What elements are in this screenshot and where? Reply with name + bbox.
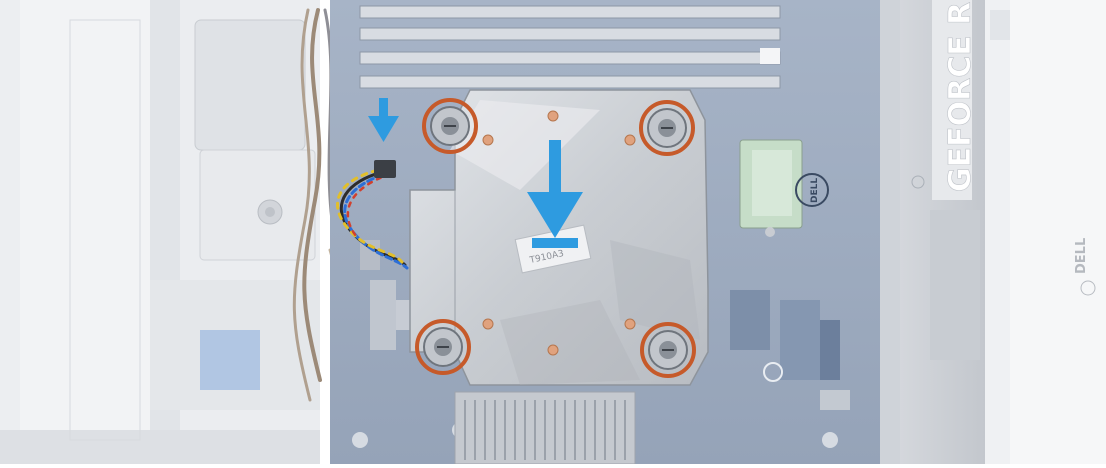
chassis-right: DELL xyxy=(985,0,1106,464)
heatsink-copper-pins xyxy=(482,110,636,356)
arrow-down-icon xyxy=(527,140,583,248)
screw-highlight-ring xyxy=(639,100,695,156)
screw-highlight-ring xyxy=(415,319,471,375)
screw-highlight-ring xyxy=(422,98,478,154)
vrm-heatsink xyxy=(454,391,636,465)
captive-screw-top-right xyxy=(639,100,695,156)
captive-screw-bottom-left xyxy=(415,319,471,375)
arrow-down-icon xyxy=(368,98,399,142)
cpu-heatsink: T910A3 xyxy=(409,89,709,386)
case-logo: DELL xyxy=(1074,238,1089,274)
screw-highlight-ring xyxy=(640,322,696,378)
captive-screw-bottom-right xyxy=(640,322,696,378)
pcie-bracket xyxy=(880,0,902,464)
fan-connector xyxy=(374,160,396,178)
graphics-card: GEFORCE R xyxy=(900,0,985,464)
memory-slots xyxy=(359,5,781,89)
captive-screw-top-left xyxy=(422,98,478,154)
motherboard-logo-text: DELL xyxy=(810,178,820,203)
motherboard-logo: DELL xyxy=(795,173,829,207)
fan-cable xyxy=(336,166,409,270)
chassis-left xyxy=(0,0,320,464)
board-components xyxy=(352,139,850,448)
gpu-brand-label: GEFORCE R xyxy=(943,2,978,192)
